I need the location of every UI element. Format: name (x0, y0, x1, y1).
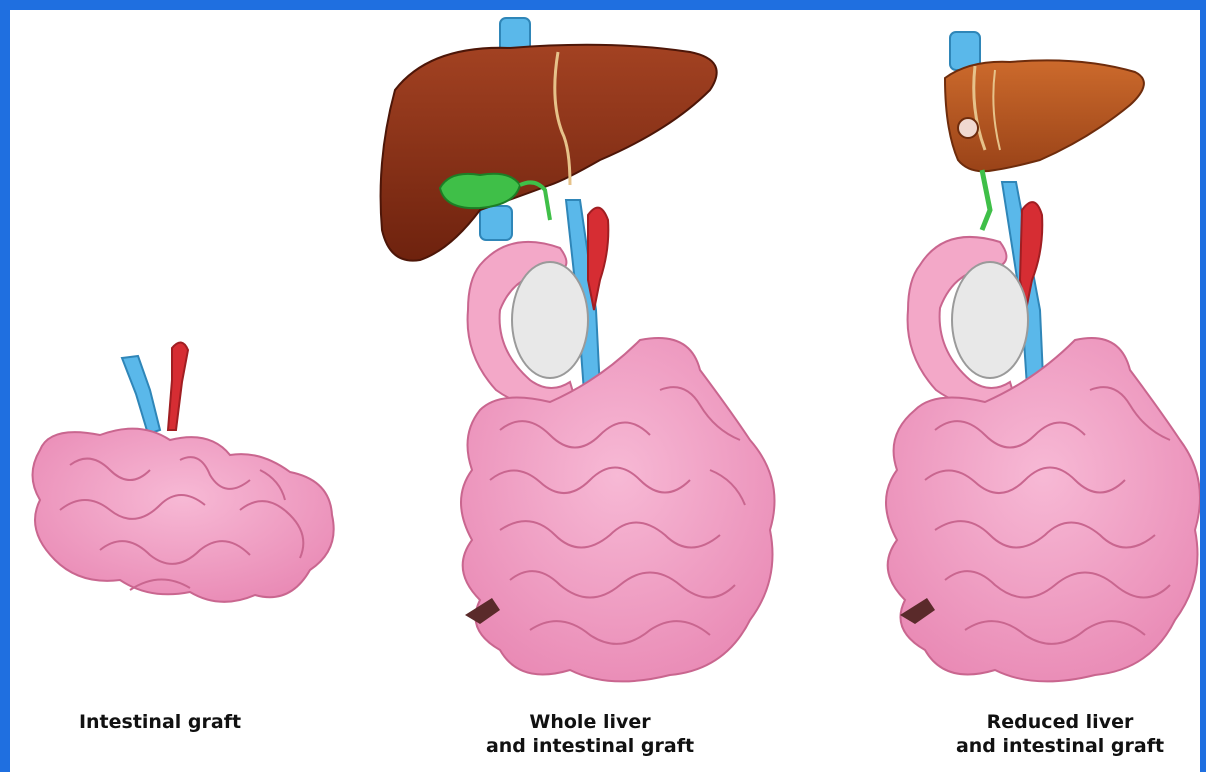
caption-whole-liver-line2: and intestinal graft (460, 734, 720, 758)
whole-liver (381, 45, 717, 261)
intestinal-graft-figure (33, 342, 334, 601)
artery-whole (588, 208, 608, 310)
small-intestine-graft (33, 429, 334, 602)
caption-intestinal-graft: Intestinal graft (50, 710, 270, 734)
transplant-illustration (10, 10, 1200, 772)
pancreas-head-reduced (952, 262, 1028, 378)
caption-reduced-liver: Reduced liver and intestinal graft (930, 710, 1190, 758)
gallbladder (440, 174, 520, 208)
reduced-liver-figure (886, 32, 1200, 681)
caption-whole-liver: Whole liver and intestinal graft (460, 710, 720, 758)
caption-whole-liver-line1: Whole liver (460, 710, 720, 734)
artery-graft (168, 342, 188, 430)
caption-intestinal-graft-line1: Intestinal graft (50, 710, 270, 734)
caption-reduced-liver-line2: and intestinal graft (930, 734, 1190, 758)
small-intestine-reduced (886, 338, 1200, 681)
pancreas-head (512, 262, 588, 378)
caption-reduced-liver-line1: Reduced liver (930, 710, 1190, 734)
whole-liver-figure (381, 18, 775, 681)
portal-vein-graft (122, 356, 160, 434)
vena-cava-bottom (480, 206, 512, 240)
slide-content: Intestinal graft Whole liver and intesti… (10, 10, 1200, 772)
